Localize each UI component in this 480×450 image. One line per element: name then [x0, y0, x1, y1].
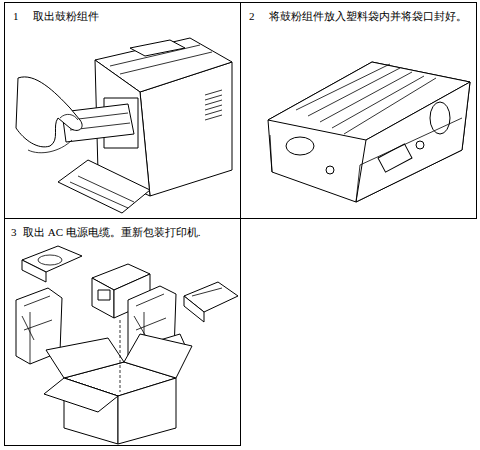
- step-instruction: 取出鼓粉组件: [33, 9, 233, 23]
- step-panel: 2 将鼓粉组件放入塑料袋内并将袋口封好。: [240, 2, 477, 219]
- step-number: 1: [13, 9, 19, 23]
- drum-unit-illustration: [268, 62, 470, 202]
- step-instruction: 取出 AC 电源电缆。重新包装打印机.: [23, 225, 237, 239]
- step-panel: 3 取出 AC 电源电缆。重新包装打印机.: [4, 218, 241, 446]
- step-instruction: 将鼓粉组件放入塑料袋内并将袋口封好。: [269, 9, 473, 23]
- printer-illustration: [16, 38, 232, 213]
- step-number: 3: [11, 225, 17, 239]
- step-number: 2: [249, 9, 255, 23]
- packing-illustration: [16, 246, 238, 444]
- step-panel: 1 取出鼓粉组件: [4, 2, 241, 219]
